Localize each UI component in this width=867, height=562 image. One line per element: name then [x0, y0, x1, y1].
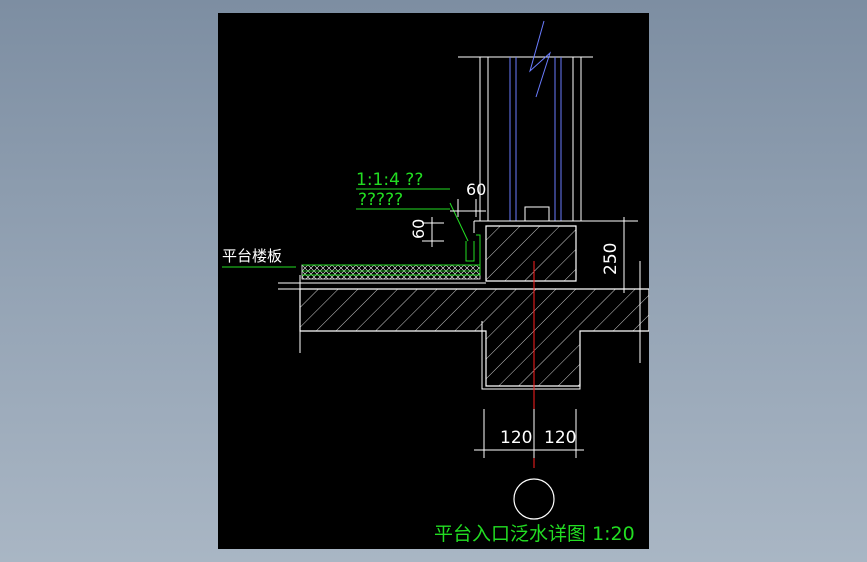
- cad-drawing-canvas: 平台楼板 1:1:4 ?? ????? 60 60 250 120 120 平台…: [218, 13, 649, 549]
- slab-label: 平台楼板: [222, 247, 282, 265]
- waterproof-flashing: [302, 188, 481, 276]
- note-mix-ratio: 1:1:4 ??: [356, 170, 423, 190]
- cad-detail-svg: 平台楼板 1:1:4 ?? ????? 60 60 250 120 120 平台…: [222, 20, 649, 545]
- concrete-beam-section: [485, 225, 577, 282]
- dimension-lines: [422, 199, 638, 458]
- door-frame: [458, 56, 593, 222]
- dim-60-side: 60: [409, 219, 428, 239]
- dim-120-right: 120: [544, 428, 576, 448]
- drawing-title: 平台入口泛水详图 1:20: [434, 523, 635, 545]
- dim-60-top: 60: [466, 180, 486, 199]
- beam-inner-outline: [481, 321, 581, 390]
- concrete-slab-section: [299, 288, 649, 387]
- door-sill: [473, 220, 580, 233]
- axis-bubble: [513, 478, 555, 520]
- glass-panel-lines: [509, 20, 562, 221]
- dim-250: 250: [601, 243, 621, 275]
- note-material: ?????: [358, 190, 403, 210]
- dim-120-left: 120: [500, 428, 532, 448]
